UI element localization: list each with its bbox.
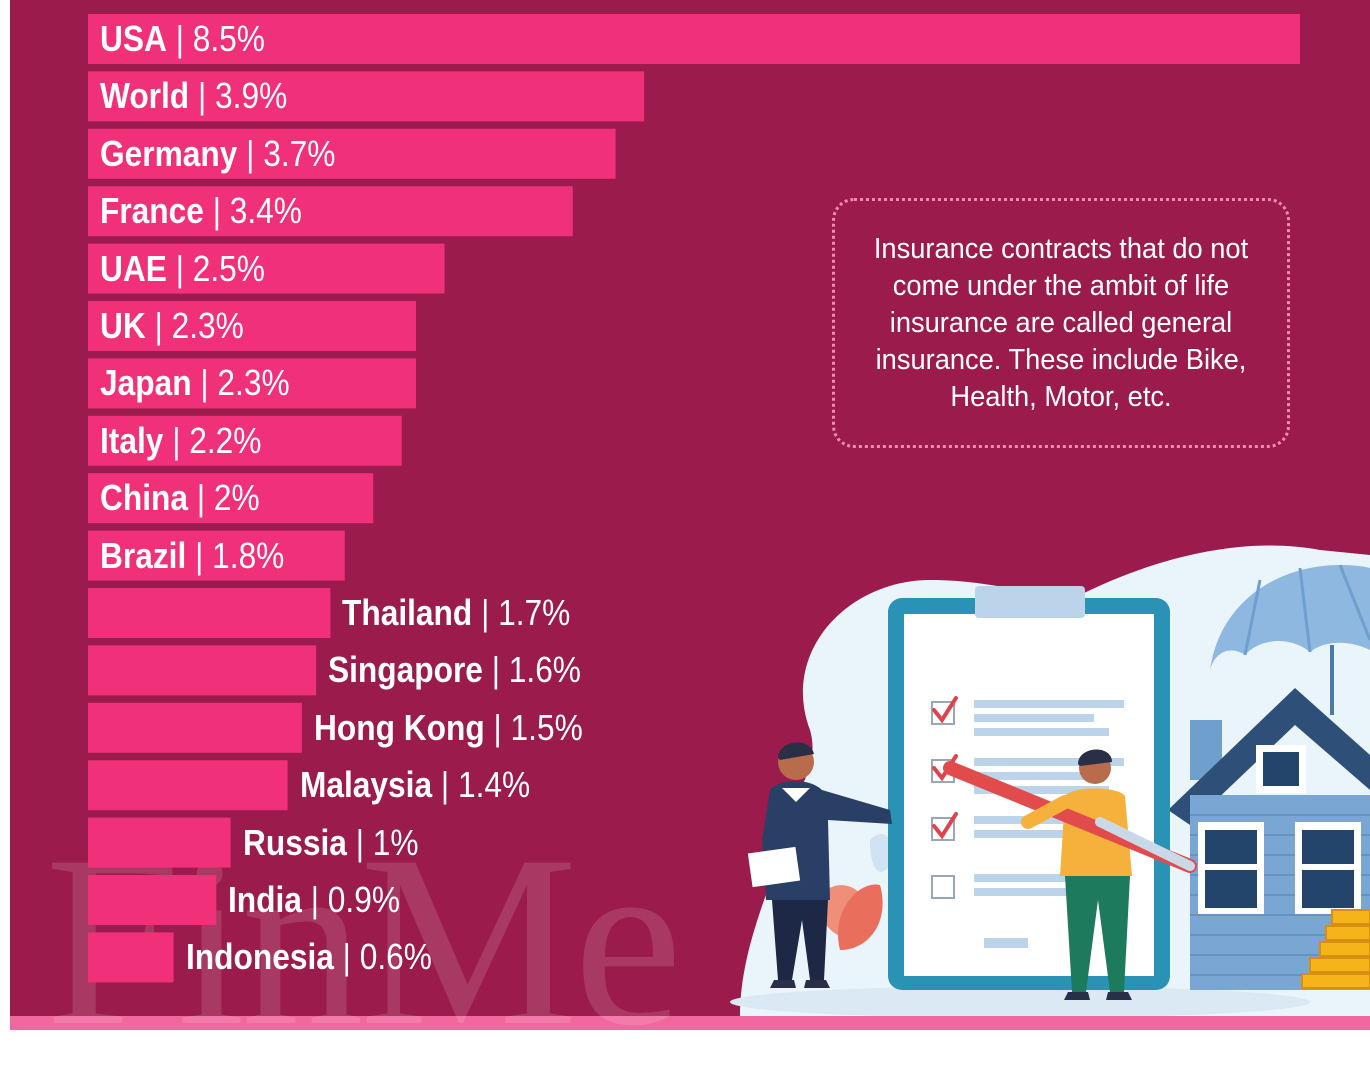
bar-label-france: France | 3.4% xyxy=(100,186,302,236)
bar-label-japan: Japan | 2.3% xyxy=(100,358,290,408)
bar-label-russia: Russia | 1% xyxy=(243,818,419,868)
bar-category-label: Italy xyxy=(100,419,164,461)
bar-label-usa: USA | 8.5% xyxy=(100,14,265,64)
bar-japan xyxy=(88,358,416,409)
bar-label-separator: | xyxy=(355,821,364,863)
bar-label-separator: | xyxy=(195,534,204,576)
umbrella-icon xyxy=(1210,564,1370,715)
bar-label-separator: | xyxy=(440,764,449,806)
bar-value-label: 2.3% xyxy=(171,305,244,346)
bar-label-uk: UK | 2.3% xyxy=(100,301,244,351)
house-icon xyxy=(1168,688,1370,990)
bar-value-label: 1.8% xyxy=(212,534,285,576)
bar-category-label: Malaysia xyxy=(299,764,432,806)
bar-value-label: 1.7% xyxy=(498,592,571,633)
info-note: Insurance contracts that do not come und… xyxy=(832,198,1290,448)
bar-label-separator: | xyxy=(481,592,490,633)
bar-category-label: Hong Kong xyxy=(313,706,485,748)
bar-china xyxy=(88,473,374,524)
ground-shadow xyxy=(730,986,1310,1016)
bar-label-separator: | xyxy=(196,477,206,519)
bar-label-thailand: Thailand | 1.7% xyxy=(342,588,570,638)
bar-chart xyxy=(88,14,1300,983)
bar-label-separator: | xyxy=(197,75,207,117)
bar-category-label: Germany xyxy=(100,132,238,174)
bar-germany xyxy=(88,128,616,179)
bar-label-germany: Germany | 3.7% xyxy=(100,129,335,179)
bar-category-label: Russia xyxy=(242,821,347,863)
bar-label-separator: | xyxy=(175,247,184,289)
bar-thailand xyxy=(88,588,331,638)
bar-value-label: 1.6% xyxy=(508,649,582,691)
bar-category-label: USA xyxy=(100,18,167,59)
bar-label-italy: Italy | 2.2% xyxy=(100,416,261,466)
bar-category-label: India xyxy=(228,879,303,920)
bar-label-malaysia: Malaysia | 1.4% xyxy=(300,760,530,810)
bar-label-separator: | xyxy=(311,879,320,920)
bar-category-label: Indonesia xyxy=(185,936,334,978)
bar-india xyxy=(88,875,217,925)
bar-label-separator: | xyxy=(212,190,221,232)
bar-category-label: UAE xyxy=(100,247,167,289)
bar-usa xyxy=(88,14,1300,64)
bar-category-label: Japan xyxy=(100,362,192,404)
bar-italy xyxy=(88,415,402,466)
bar-uk xyxy=(88,301,416,351)
bar-label-china: China | 2% xyxy=(100,473,260,523)
bar-value-label: 2.3% xyxy=(217,362,290,404)
bar-value-label: 2% xyxy=(213,477,260,519)
bar-label-separator: | xyxy=(246,132,255,174)
bar-france xyxy=(88,186,573,237)
bar-label-singapore: Singapore | 1.6% xyxy=(328,645,581,695)
bar-singapore xyxy=(88,645,317,696)
bar-value-label: 2.5% xyxy=(192,247,265,289)
bar-label-separator: | xyxy=(491,649,501,691)
bar-category-label: Brazil xyxy=(100,534,187,576)
bar-label-separator: | xyxy=(154,305,163,346)
bar-label-uae: UAE | 2.5% xyxy=(100,244,265,294)
bar-label-hong-kong: Hong Kong | 1.5% xyxy=(314,703,583,753)
bar-label-separator: | xyxy=(172,419,181,461)
bar-value-label: 3.9% xyxy=(215,75,288,117)
bottom-stripe xyxy=(10,1016,1370,1030)
bar-russia xyxy=(88,817,231,868)
bar-category-label: UK xyxy=(100,305,146,346)
bar-value-label: 2.2% xyxy=(189,419,262,461)
bar-brazil xyxy=(88,530,345,581)
bar-category-label: China xyxy=(100,477,189,519)
bar-value-label: 0.9% xyxy=(328,879,401,920)
bar-world xyxy=(88,71,645,122)
bar-label-world: World | 3.9% xyxy=(100,71,287,121)
bar-value-label: 3.4% xyxy=(229,190,302,232)
bar-value-label: 1.5% xyxy=(510,706,583,748)
bar-category-label: France xyxy=(100,190,204,232)
info-note-text: Insurance contracts that do not come und… xyxy=(873,232,1249,413)
bar-value-label: 8.5% xyxy=(192,18,265,59)
bar-uae xyxy=(88,243,445,294)
bar-value-label: 1% xyxy=(372,821,419,863)
bar-label-separator: | xyxy=(342,936,351,978)
bar-label-india: India | 0.9% xyxy=(228,875,400,925)
bar-category-label: Singapore xyxy=(328,649,484,691)
bar-malaysia xyxy=(88,760,288,811)
bar-hong-kong xyxy=(88,702,302,753)
coins-icon xyxy=(1301,909,1370,989)
person-with-pen-icon xyxy=(943,749,1197,1000)
clipboard-checklist-icon xyxy=(888,586,1170,990)
bar-label-separator: | xyxy=(175,18,184,59)
plant-icon xyxy=(815,834,892,950)
bar-value-label: 0.6% xyxy=(359,936,432,978)
bar-label-separator: | xyxy=(200,362,209,404)
bar-value-label: 3.7% xyxy=(263,132,336,174)
bar-label-indonesia: Indonesia | 0.6% xyxy=(186,932,432,982)
bar-value-label: 1.4% xyxy=(457,764,530,806)
bar-category-label: World xyxy=(100,75,190,117)
bar-indonesia xyxy=(88,932,174,983)
businessman-icon xyxy=(747,742,892,988)
bar-label-separator: | xyxy=(493,706,502,748)
bar-category-label: Thailand xyxy=(342,592,473,633)
insurance-illustration xyxy=(730,545,1370,1016)
bar-label-brazil: Brazil | 1.8% xyxy=(100,531,284,581)
